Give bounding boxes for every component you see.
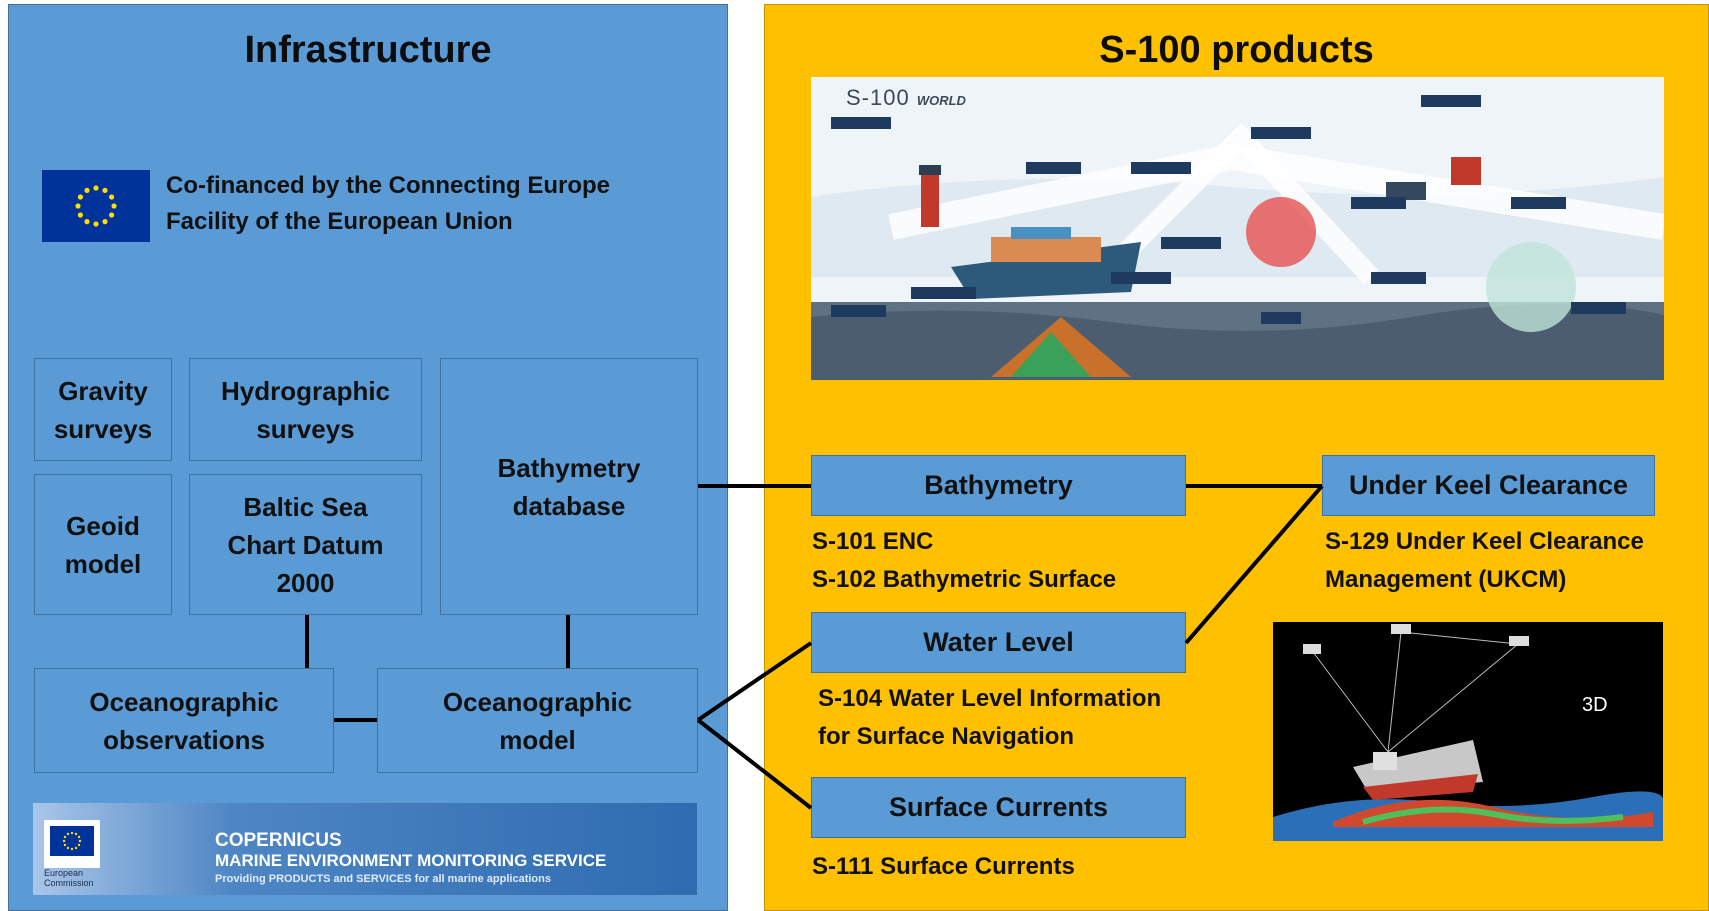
water-level-product-box: Water Level	[811, 612, 1186, 673]
under-keel-clearance-product-box: Under Keel Clearance	[1322, 455, 1655, 516]
surface-currents-product-box: Surface Currents	[811, 777, 1186, 838]
oceanographic-observations-box: Oceanographic observations	[34, 668, 334, 773]
gravity-surveys-box: Gravity surveys	[34, 358, 172, 461]
copernicus-subtitle: MARINE ENVIRONMENT MONITORING SERVICE	[215, 851, 607, 870]
infrastructure-title: Infrastructure	[244, 29, 492, 71]
s100-world-label-suffix: WORLD	[916, 93, 966, 108]
s100-world-label-prefix: S-100	[846, 85, 910, 110]
caption-line: S-102 Bathymetric Surface	[812, 566, 1117, 593]
ukc-caption: S-129 Under Keel Clearance Management (U…	[1325, 523, 1644, 599]
eu-flag-icon	[42, 170, 150, 242]
hydrographic-surveys-box: Hydrographic surveys	[189, 358, 422, 461]
connector-model-currents	[696, 718, 813, 810]
geoid-model-box: Geoid model	[34, 474, 172, 615]
copernicus-title: COPERNICUS	[215, 830, 342, 851]
eu-flag-small-icon	[50, 826, 94, 856]
copernicus-tagline: Providing PRODUCTS and SERVICES for all …	[215, 873, 551, 885]
connector-waterlevel-ukc	[1184, 484, 1324, 645]
surface-currents-caption: S-111 Surface Currents	[812, 848, 1075, 886]
s100-products-title: S-100 products	[1099, 29, 1374, 71]
caption-line: S-111 Surface Currents	[812, 853, 1075, 880]
baltic-sea-chart-datum-box: Baltic Sea Chart Datum 2000	[189, 474, 422, 615]
oceanographic-model-box: Oceanographic model	[377, 668, 698, 773]
bathymetry-product-box: Bathymetry	[811, 455, 1186, 516]
caption-line: for Surface Navigation	[818, 723, 1075, 750]
caption-line: S-129 Under Keel Clearance	[1325, 528, 1644, 555]
caption-line: S-104 Water Level Information	[818, 685, 1162, 712]
bathymetry-caption: S-101 ENC S-102 Bathymetric Surface	[812, 523, 1116, 599]
ukc-3d-label: 3D	[1582, 694, 1608, 716]
bathymetry-database-box: Bathymetry database	[440, 358, 698, 615]
caption-line: S-101 ENC	[812, 528, 934, 555]
caption-line: Management (UKCM)	[1325, 566, 1567, 593]
s100-world-illustration	[811, 77, 1664, 380]
connector-model-waterlevel	[696, 641, 813, 722]
water-level-caption: S-104 Water Level Information for Surfac…	[818, 680, 1161, 756]
s100-world-label: S-100 WORLD	[846, 85, 966, 111]
eu-cofinancing-text: Co-financed by the Connecting Europe Fac…	[166, 168, 610, 240]
eu-text-line: Facility of the European Union	[166, 208, 513, 235]
ukc-3d-render-image	[1273, 622, 1663, 841]
eu-text-line: Co-financed by the Connecting Europe	[166, 172, 611, 199]
copernicus-banner	[33, 803, 697, 895]
european-commission-label: European Commission	[44, 868, 94, 888]
